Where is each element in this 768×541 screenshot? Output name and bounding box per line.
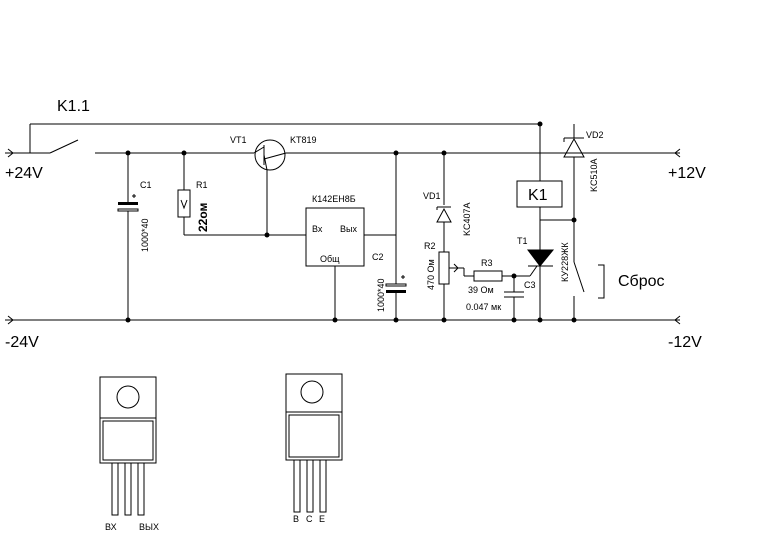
t1-ref: T1 xyxy=(517,236,528,246)
vd2-ref: VD2 xyxy=(586,130,604,140)
c2-ref: C2 xyxy=(372,252,384,262)
regulator-package-pin-left: ВХ xyxy=(105,522,117,532)
zener-vd2 xyxy=(563,124,585,220)
zener-vd1 xyxy=(436,153,452,252)
capacitor-c1 xyxy=(117,153,139,320)
r1-ref: R1 xyxy=(196,180,208,190)
r1-value: 22ом xyxy=(196,202,210,232)
regulator-package-pin-right: ВЫХ xyxy=(139,522,159,532)
resistor-r3 xyxy=(473,270,530,282)
r3-ref: R3 xyxy=(481,258,493,268)
vd1-ref: VD1 xyxy=(423,191,441,201)
resistor-r1 xyxy=(177,153,306,236)
relay-contact-k1-1 xyxy=(29,123,540,153)
top-rail xyxy=(5,139,680,154)
vt1-ref: VT1 xyxy=(230,135,247,145)
regulator-pin-common: Общ xyxy=(320,254,340,264)
c2-value: 1000*40 xyxy=(376,278,386,312)
junction-dots xyxy=(125,121,577,323)
r2-ref: R2 xyxy=(424,241,436,251)
vd1-type: KC407A xyxy=(462,202,472,236)
c1-value: 1000*40 xyxy=(140,218,150,252)
rail-label-minus12: -12V xyxy=(668,334,702,351)
t1-type: КУ228ЖК xyxy=(560,242,570,282)
rail-arrows xyxy=(7,148,681,325)
rail-label-plus24: +24V xyxy=(5,165,43,182)
thyristor-t1 xyxy=(527,220,555,320)
relay-coil-label: K1 xyxy=(528,187,548,204)
reset-button-symbol xyxy=(573,220,605,320)
c1-ref: C1 xyxy=(140,180,152,190)
r2-value: 470 Ом xyxy=(426,259,436,290)
transistor-package-pin-c: C xyxy=(306,514,313,524)
c3-ref: C3 xyxy=(524,280,536,290)
capacitor-c2 xyxy=(385,153,407,320)
relay-coil-k1 xyxy=(516,124,574,221)
regulator-name: К142ЕН8Б xyxy=(312,194,356,204)
vd2-type: KC510A xyxy=(589,158,599,192)
transistor-package-pin-e: E xyxy=(319,514,325,524)
transistor-package-pin-b: B xyxy=(293,514,299,524)
capacitor-c3 xyxy=(504,276,524,320)
vt1-type: KT819 xyxy=(290,135,317,145)
regulator-pin-in: Вх xyxy=(312,224,323,234)
rail-label-minus24: -24V xyxy=(5,334,39,351)
regulator-package-drawing xyxy=(99,376,157,516)
potentiometer-r2 xyxy=(438,251,474,320)
transistor-vt1 xyxy=(253,139,287,235)
relay-contact-label: K1.1 xyxy=(57,98,90,115)
c3-value: 0.047 мк xyxy=(466,302,501,312)
transistor-package-drawing xyxy=(285,373,343,513)
r3-value: 39 Ом xyxy=(468,285,494,295)
rail-label-plus12: +12V xyxy=(668,165,706,182)
reset-label: Сброс xyxy=(618,273,665,290)
regulator-pin-out: Вых xyxy=(340,224,357,234)
regulator-ic xyxy=(305,207,396,320)
